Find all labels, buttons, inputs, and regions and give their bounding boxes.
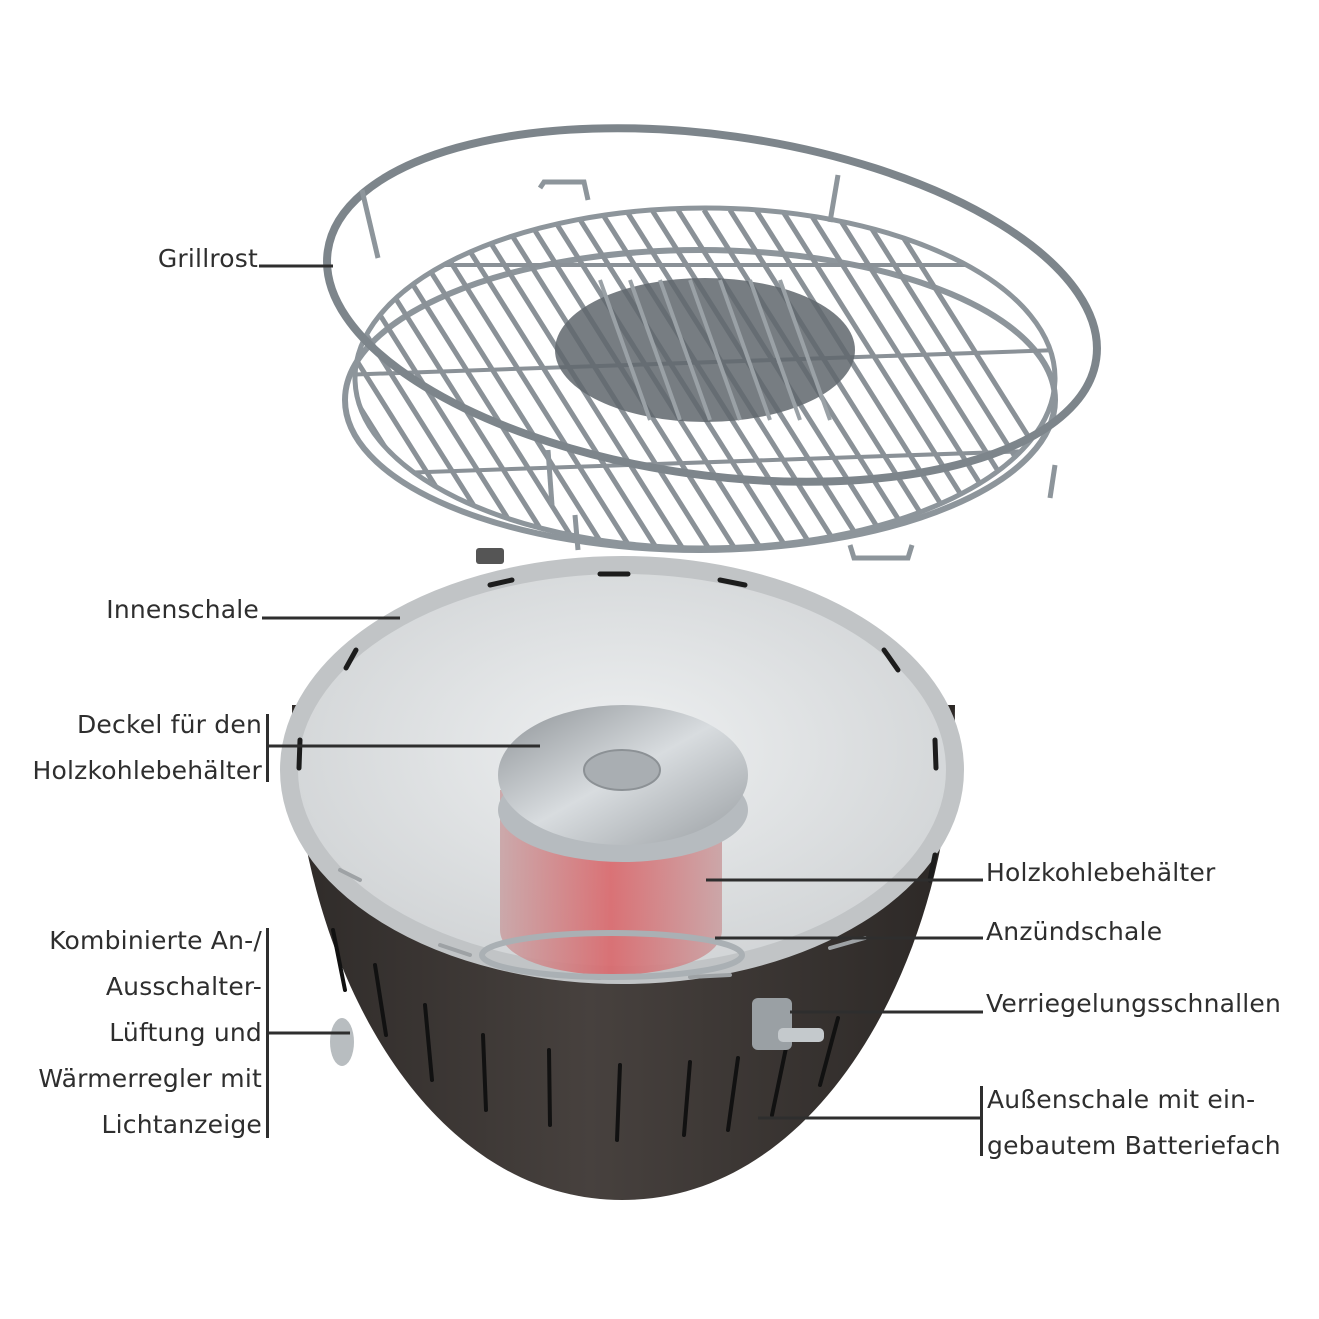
label-deckel: Deckel für den Holzkohlebehälter [32,710,262,785]
label-innenschale: Innenschale [106,595,259,624]
bracket-aussenschale [980,1086,983,1156]
label-verriegelung: Verriegelungsschnallen [986,989,1282,1018]
label-anzuendschale: Anzündschale [986,917,1163,946]
grill-bowl [280,548,964,1200]
label-holzkohlebehaelter: Holzkohlebehälter [986,858,1216,887]
leader-lines [259,264,983,1120]
grill-grate [323,124,1101,561]
label-grillrost: Grillrost [157,244,258,273]
control-knob [330,1018,354,1066]
bracket-schalter [266,928,269,1138]
bracket-deckel [266,714,269,782]
label-aussenschale: Außenschale mit ein- gebautem Batteriefa… [987,1085,1281,1160]
latch-buckle [476,548,824,1050]
label-schalter: Kombinierte An-/ Ausschalter- Lüftung un… [38,926,262,1139]
